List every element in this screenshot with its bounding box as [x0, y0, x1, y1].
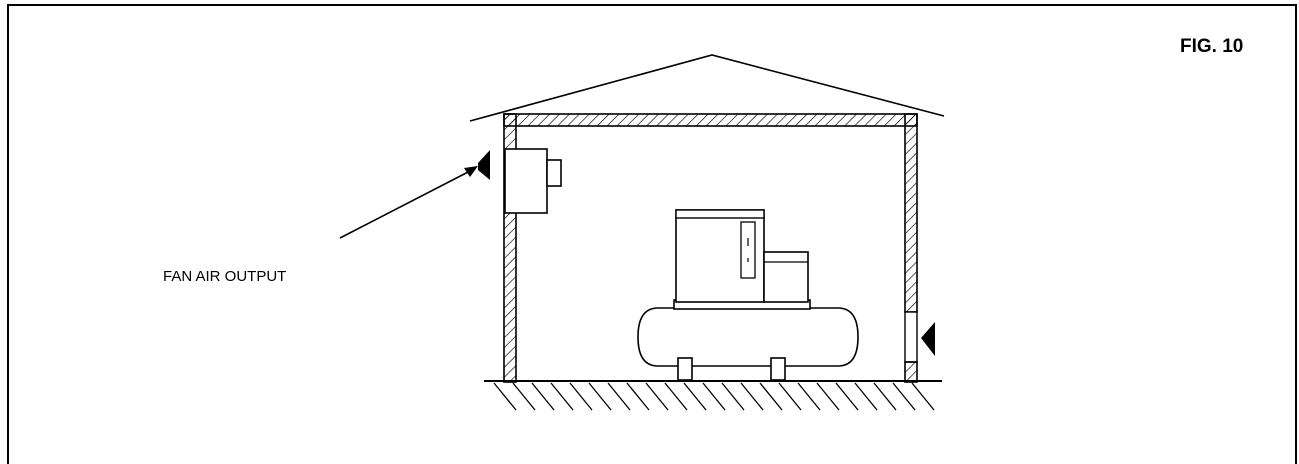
- air-outlet-arrow-icon: [478, 150, 490, 180]
- floor-hatch-mark: [740, 382, 764, 411]
- floor-hatch-mark: [797, 382, 821, 411]
- air-compressor: [637, 209, 859, 381]
- floor-hatch-mark: [873, 382, 897, 411]
- floor-hatch-mark: [835, 382, 859, 411]
- floor-hatch-mark: [683, 382, 707, 411]
- floor-hatch-mark: [721, 382, 745, 411]
- floor-hatch-mark: [778, 382, 802, 411]
- fan-air-output-label: FAN AIR OUTPUT: [163, 268, 287, 285]
- floor-hatch-mark: [816, 382, 840, 411]
- roof: [469, 54, 945, 122]
- figure-title: FIG. 10: [1180, 36, 1244, 57]
- floor-hatch-mark: [854, 382, 878, 411]
- floor-hatch-mark: [550, 382, 574, 411]
- floor-hatch-mark: [664, 382, 688, 411]
- floor-hatching: [493, 382, 935, 411]
- compressor-room-diagram: [339, 54, 945, 411]
- floor-hatch-mark: [569, 382, 593, 411]
- floor-hatch-mark: [493, 382, 517, 411]
- right-wall-opening: [904, 311, 918, 363]
- air-inlet-arrow-icon: [921, 322, 935, 356]
- floor-hatch-mark: [911, 382, 935, 411]
- floor-hatch-mark: [588, 382, 612, 411]
- figure-frame: [7, 4, 1297, 464]
- floor-hatch-mark: [531, 382, 555, 411]
- right-wall: [904, 113, 918, 313]
- exhaust-fan: [504, 148, 562, 214]
- floor-hatch-mark: [759, 382, 783, 411]
- floor-hatch-mark: [626, 382, 650, 411]
- floor-hatch-mark: [645, 382, 669, 411]
- floor-hatch-mark: [892, 382, 916, 411]
- floor-hatch-mark: [702, 382, 726, 411]
- right-wall-base: [904, 361, 918, 383]
- floor-hatch-mark: [512, 382, 536, 411]
- floor-hatch-mark: [607, 382, 631, 411]
- ceiling-wall: [503, 113, 918, 127]
- callout-leader: [339, 166, 478, 239]
